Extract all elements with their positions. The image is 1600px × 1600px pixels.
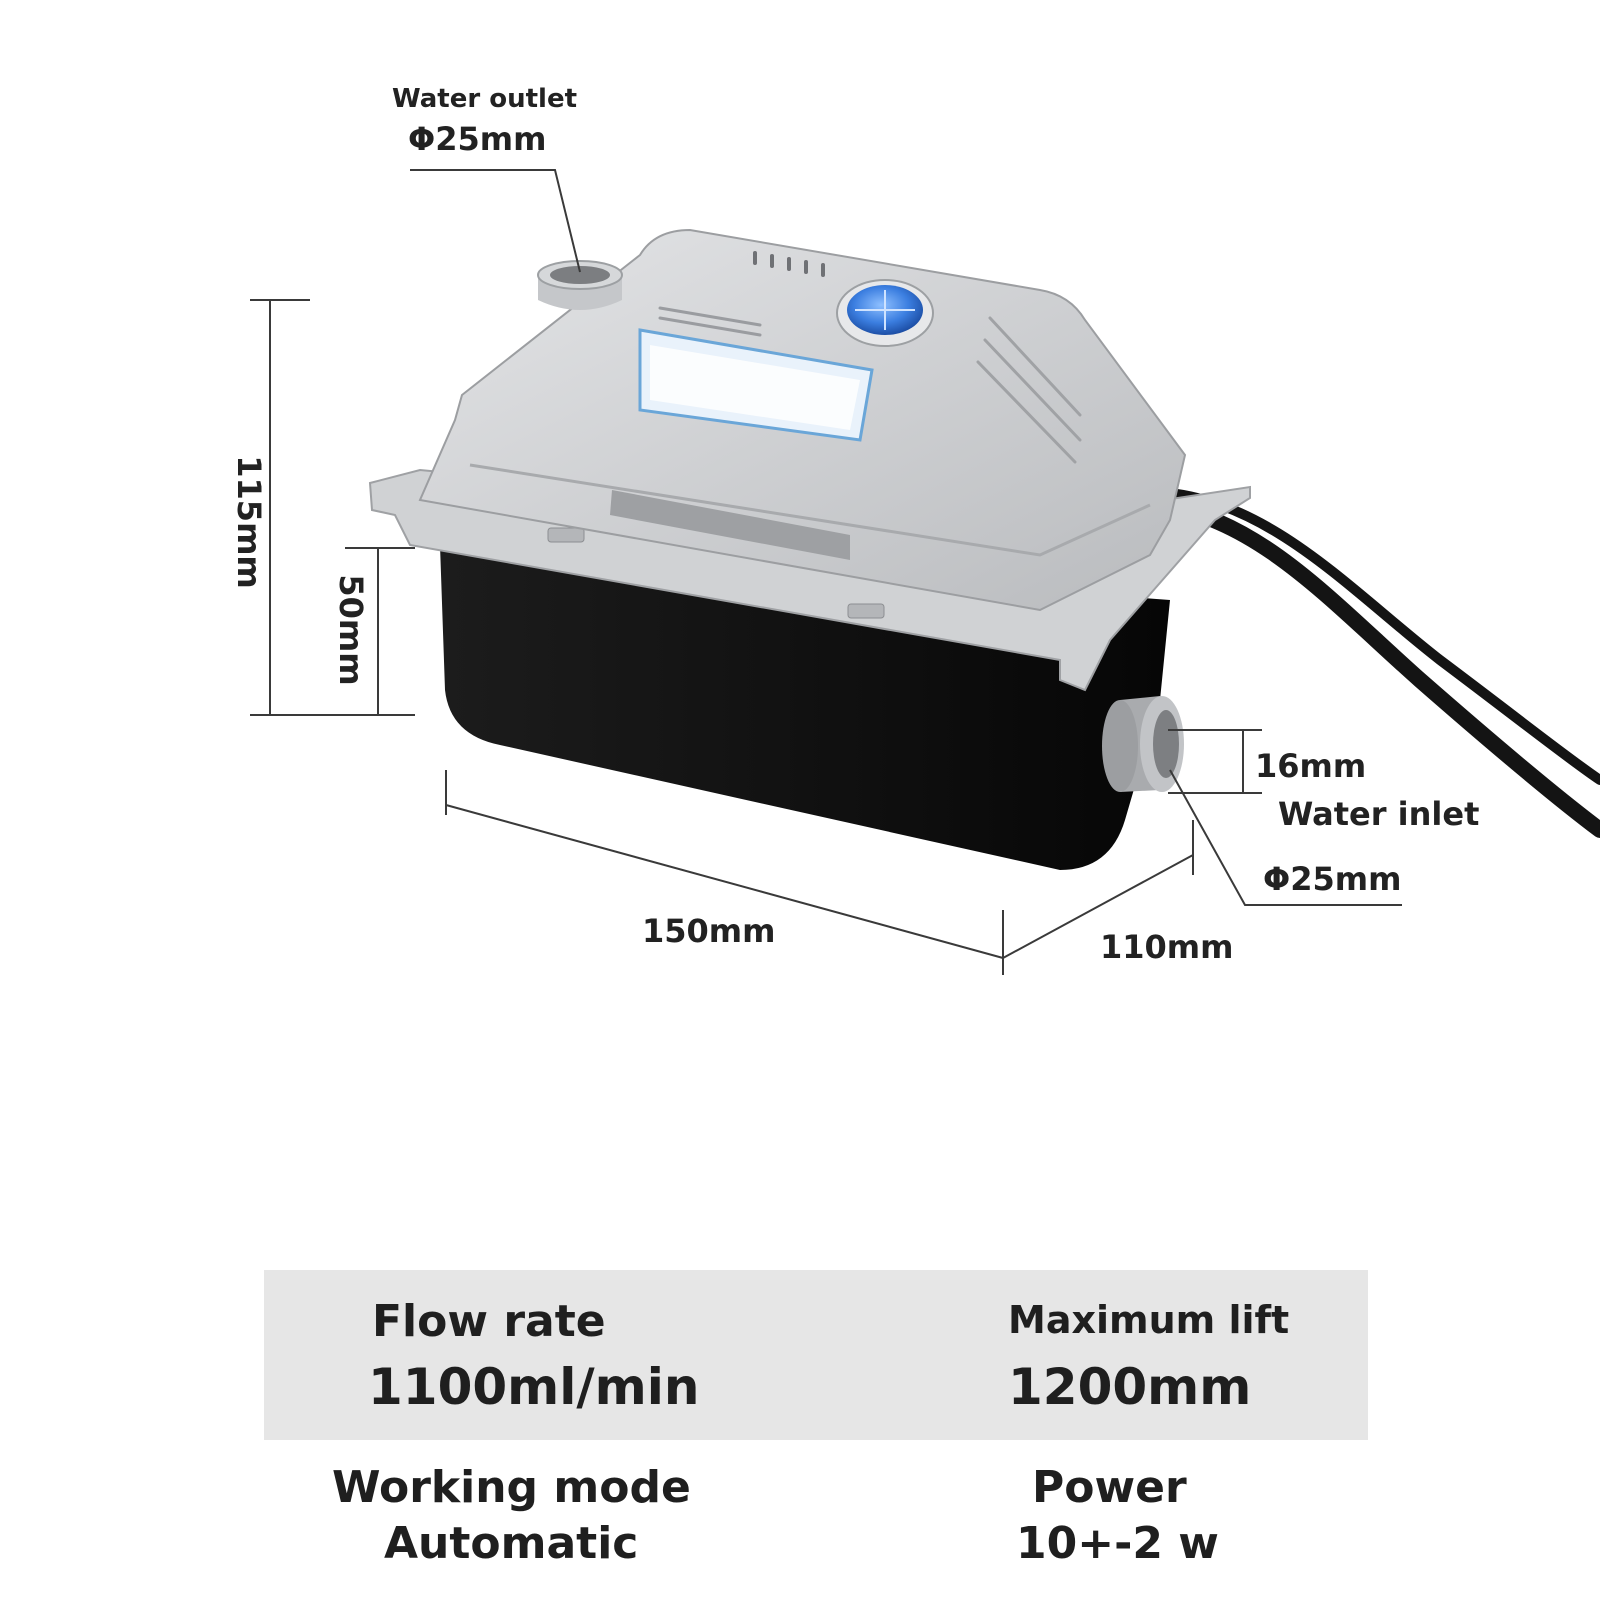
flow-rate-title: Flow rate: [372, 1296, 606, 1347]
power-value: 10+-2 w: [1016, 1518, 1219, 1569]
clip-slot: [847, 603, 885, 619]
power-title: Power: [1032, 1462, 1187, 1513]
flow-rate-value: 1100ml/min: [368, 1358, 700, 1416]
max-lift-value: 1200mm: [1008, 1358, 1252, 1416]
inlet-height-label: 16mm: [1255, 747, 1366, 785]
water-inlet-pipe: [1102, 696, 1184, 792]
clip-slot: [547, 527, 585, 543]
spec-band: [264, 1270, 1368, 1440]
water-level-gauge: [836, 279, 934, 347]
product-sticker: [638, 328, 874, 442]
outlet-title-label: Water outlet: [392, 84, 577, 114]
height-tank-label: 50mm: [332, 574, 370, 685]
height-total-label: 115mm: [230, 455, 268, 588]
working-mode-value: Automatic: [384, 1518, 639, 1569]
pump-diagram: Water outlet Φ25mm 115mm 50mm 16mm Water…: [230, 84, 1600, 975]
working-mode-title: Working mode: [332, 1462, 691, 1513]
max-lift-title: Maximum lift: [1008, 1298, 1290, 1342]
inlet-title-label: Water inlet: [1278, 795, 1479, 833]
inlet-diameter-label: Φ25mm: [1263, 860, 1401, 898]
power-cable: [1152, 487, 1600, 838]
vent-slots: [658, 251, 1082, 464]
outlet-diameter-label: Φ25mm: [408, 120, 546, 158]
water-outlet-pipe: [537, 260, 623, 310]
length-label: 150mm: [642, 912, 775, 950]
dimension-lines: [250, 169, 1402, 975]
width-label: 110mm: [1100, 928, 1233, 966]
